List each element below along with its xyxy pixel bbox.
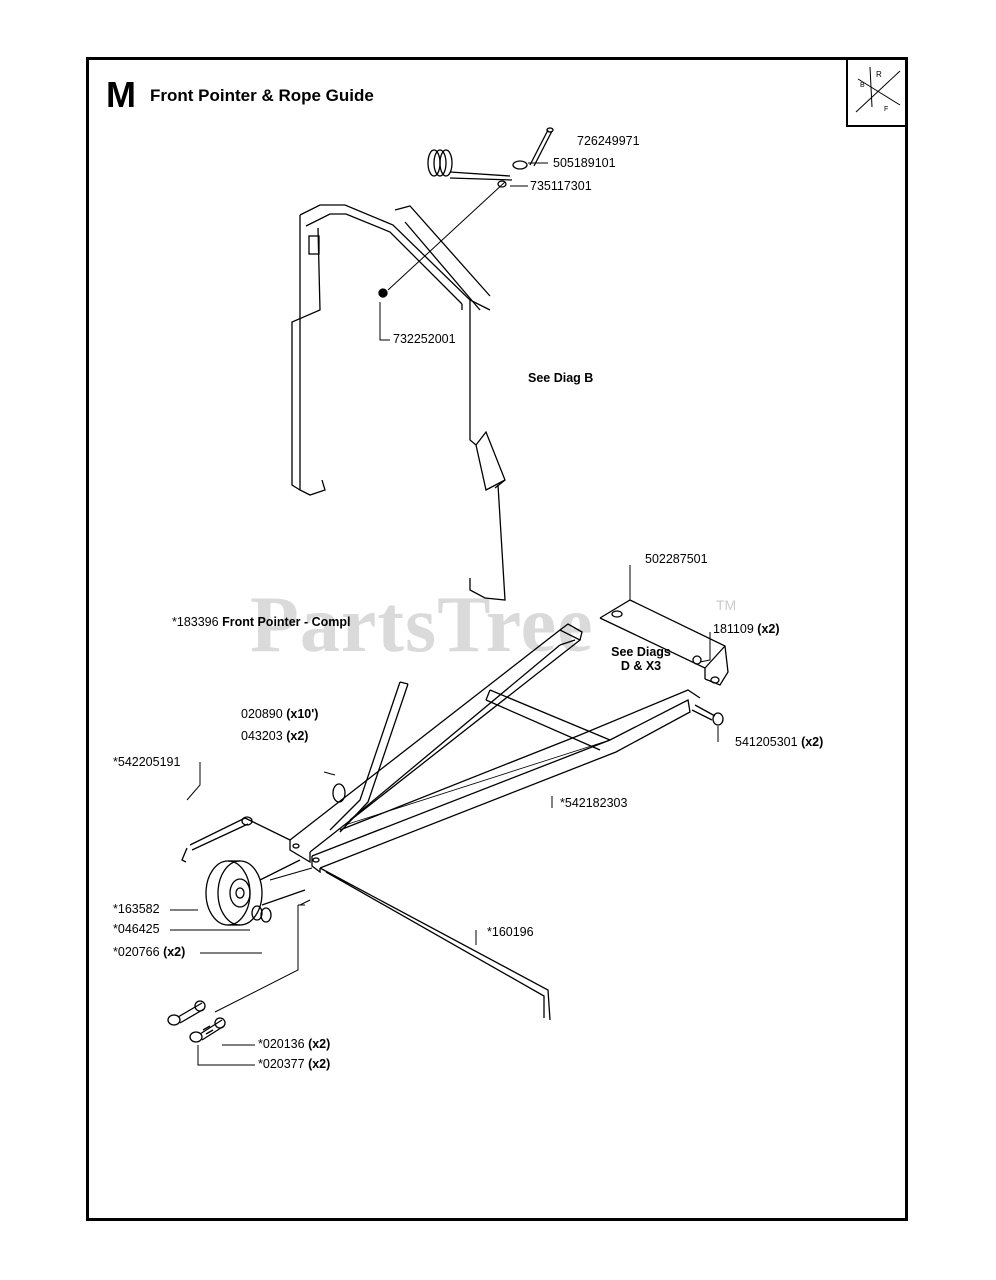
note-see-diags-line2: D & X3 [620,659,662,673]
part-label-502287501: 502287501 [645,552,708,566]
part-label-020890: 020890 (x10') [241,707,319,721]
part-label-542182303: *542182303 [560,796,628,810]
part-label-163582: *163582 [113,902,160,916]
rod-160196 [319,867,551,1021]
front-pointer-assembly-label: *183396 Front Pointer - Compl [172,615,351,629]
svg-text:R: R [876,70,882,79]
part-label-043203: 043203 (x2) [241,729,309,743]
bolt-726249971 [529,127,554,167]
bolt-set-020136 [167,1000,226,1043]
svg-text:B: B [860,82,865,89]
svg-text:F: F [884,106,888,113]
note-see-diags: See Diags D & X3 [605,645,677,673]
washer-505189101 [512,160,528,170]
upper-frame [291,204,506,601]
part-label-020136: *020136 (x2) [258,1037,331,1051]
part-label-541205301: 541205301 (x2) [735,735,824,749]
wheel-163582 [205,859,306,926]
note-see-diag-b: See Diag B [528,371,594,385]
part-label-735117301: 735117301 [530,179,592,193]
section-letter: M [106,74,136,115]
orientation-icon: R B F [846,57,908,127]
part-label-020766: *020766 (x2) [113,945,186,959]
diagram-frame [86,57,908,1221]
part-label-181109: 181109 (x2) [713,622,780,636]
washer-046425 [251,905,263,921]
pointer-rod [329,681,409,833]
part-label-726249971: 726249971 [577,134,640,148]
nut-732252001 [378,288,388,298]
nut-735117301 [497,180,507,188]
part-label-505189101: 505189101 [553,156,616,170]
bolt-541205301 [691,704,724,726]
rope-clip-043203 [332,783,346,803]
part-label-732252001: 732252001 [393,332,456,346]
watermark: PartsTree [250,581,594,669]
part-label-542205191: *542205191 [113,755,181,769]
bracket-502287501 [599,565,729,686]
part-label-020377: *020377 (x2) [258,1057,331,1071]
frame-542182303 [289,623,701,874]
rod-542205191 [181,816,291,863]
nut-181109 [692,655,702,665]
watermark-tm: TM [716,597,737,613]
section-title: Front Pointer & Rope Guide [150,86,374,105]
note-see-diags-line1: See Diags [611,645,671,659]
rope-guide-spring [427,149,513,181]
part-label-160196: *160196 [487,925,534,939]
part-label-046425: *046425 [113,922,160,936]
